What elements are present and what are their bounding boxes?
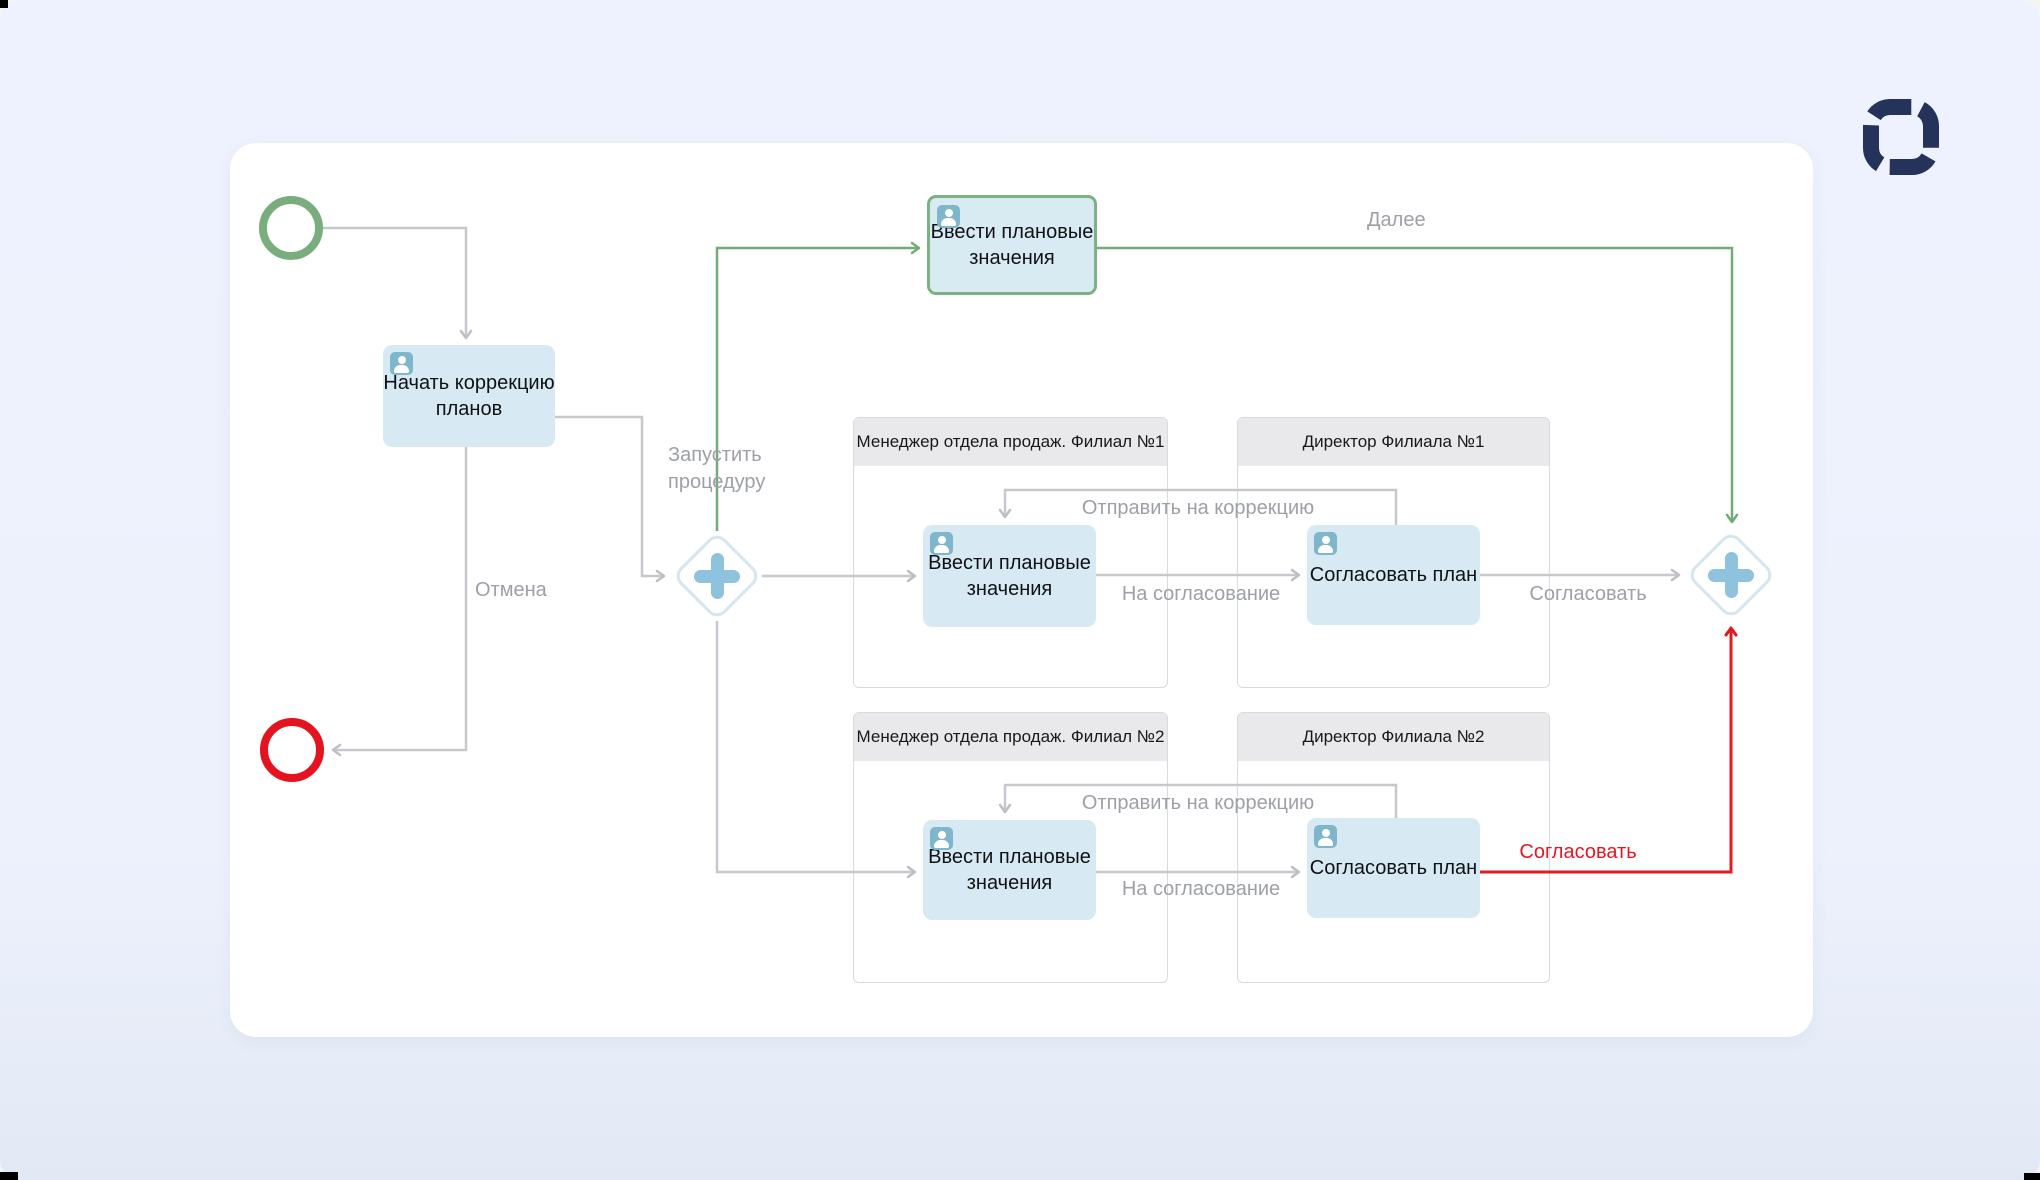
task-label: Ввести плановые значения <box>930 221 1094 269</box>
brand-logo-ring <box>1863 99 1939 175</box>
lane-director-branch2-header: Директор Филиала №2 <box>1238 713 1549 761</box>
task-approve-plan-branch1[interactable]: Согласовать план <box>1307 525 1480 625</box>
edge-begin-to-gateway <box>555 415 666 583</box>
edge-label-to-approval-2: На согласование <box>1121 878 1281 900</box>
user-task-icon <box>930 827 953 850</box>
edge-label-approve-2-red: Согласовать <box>1519 841 1637 863</box>
edge-gateway-to-enter-top <box>715 241 921 531</box>
edge-next-to-gateway-right <box>1097 246 1739 524</box>
brand-logo <box>1863 99 1939 175</box>
task-label: Ввести плановые значения <box>928 846 1091 894</box>
task-enter-values-active[interactable]: Ввести плановые значения <box>927 195 1097 295</box>
edge-label-approve-1: Согласовать <box>1529 583 1647 605</box>
edge-correction-feedback2 <box>998 783 1398 818</box>
lane-director-branch1-header: Директор Филиала №1 <box>1238 418 1549 466</box>
start-event[interactable] <box>259 196 323 260</box>
edge-cancel-to-end <box>331 447 468 757</box>
lane-manager-branch1: Менеджер отдела продаж. Филиал №1 <box>853 417 1168 688</box>
edge-label-next: Далее <box>1367 209 1426 231</box>
lane-manager-branch1-header: Менеджер отдела продаж. Филиал №1 <box>854 418 1167 466</box>
diagram-canvas: Менеджер отдела продаж. Филиал №1 Директ… <box>230 143 1813 1037</box>
plus-icon <box>672 531 762 621</box>
task-enter-values-branch1[interactable]: Ввести плановые значения <box>923 525 1096 627</box>
corner-mark-bottom-right <box>2024 1173 2040 1180</box>
lane-manager-branch2-header: Менеджер отдела продаж. Филиал №2 <box>854 713 1167 761</box>
parallel-gateway-split[interactable] <box>671 530 763 622</box>
edge-correction-feedback1 <box>998 488 1398 525</box>
task-label: Ввести плановые значения <box>928 552 1091 600</box>
edge-label-cancel: Отмена <box>475 579 547 601</box>
task-label: Согласовать план <box>1309 857 1478 879</box>
task-start-correction[interactable]: Начать коррекцию планов <box>383 345 555 447</box>
task-enter-values-branch2[interactable]: Ввести плановые значения <box>923 820 1096 920</box>
lane-director-branch1: Директор Филиала №1 <box>1237 417 1550 688</box>
corner-mark-top-left <box>0 0 8 8</box>
end-event[interactable] <box>260 718 324 782</box>
task-label: Согласовать план <box>1309 564 1478 586</box>
user-task-icon <box>1314 532 1337 555</box>
edge-label-to-approval-1: На согласование <box>1121 583 1281 605</box>
task-approve-plan-branch2[interactable]: Согласовать план <box>1307 818 1480 918</box>
user-task-icon <box>390 352 413 375</box>
task-label: Начать коррекцию планов <box>383 372 555 420</box>
connectors-layer <box>323 226 1739 879</box>
plus-icon <box>1686 530 1776 620</box>
user-task-icon <box>930 532 953 555</box>
edge-gateway-to-enter2 <box>715 621 917 879</box>
edge-approve2-red <box>1480 626 1738 874</box>
parallel-gateway-join[interactable] <box>1685 529 1777 621</box>
edge-label-send-to-correction-2: Отправить на коррекцию <box>1081 792 1315 814</box>
edge-label-start-procedure: Запустить процедуру <box>668 444 766 493</box>
user-task-icon <box>937 205 960 228</box>
user-task-icon <box>1314 825 1337 848</box>
corner-mark-bottom-left <box>0 1172 18 1180</box>
edge-label-send-to-correction-1: Отправить на коррекцию <box>1081 497 1315 519</box>
edge-start-to-begin <box>323 226 473 340</box>
